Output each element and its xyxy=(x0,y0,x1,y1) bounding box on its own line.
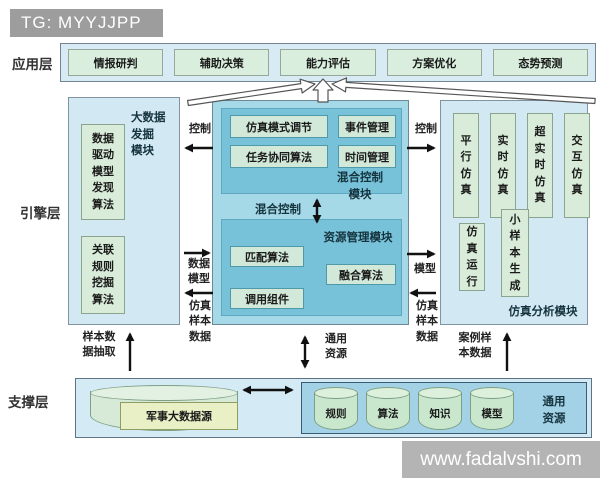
association-rule-mining-box: 关联 规则 挖掘 算法 xyxy=(81,236,125,314)
cylinder-top xyxy=(418,387,462,399)
app-item-situation-prediction: 态势预测 xyxy=(492,49,589,76)
app-item-plan-optimization: 方案优化 xyxy=(386,49,482,76)
task-coordination-box: 任务协同算法 xyxy=(230,145,328,168)
flow-label-model: 模型 xyxy=(414,263,436,275)
fusion-algorithm-box: 融合算法 xyxy=(326,264,396,285)
military-bigdata-cylinder: 军事大数据源 xyxy=(90,385,238,431)
models-cylinder: 模型 xyxy=(470,387,514,430)
cylinder-top xyxy=(366,387,410,399)
small-sample-generation-box: 小 样 本 生 成 xyxy=(501,209,529,297)
cylinder-top xyxy=(470,387,514,399)
bigdata-mining-module-box: 大数据 发掘 模块 数据 驱动 模型 发现 算法 关联 规则 挖掘 算法 xyxy=(68,97,180,325)
flow-label-case-sample: 案例样 本数据 xyxy=(458,332,492,360)
event-management-box: 事件管理 xyxy=(338,115,396,138)
cylinder-body xyxy=(366,393,410,430)
app-item-capability-eval: 能力评估 xyxy=(280,49,376,76)
application-layer-box: 情报研判 辅助决策 能力评估 方案优化 态势预测 xyxy=(60,43,596,82)
flow-label-data-model: 数据 模型 xyxy=(188,258,210,286)
time-management-box: 时间管理 xyxy=(338,145,396,168)
support-layer-box: 军事大数据源 规则 算法 知识 模型 通用 资源 xyxy=(75,378,592,438)
cylinder-top xyxy=(314,387,358,399)
models-cylinder-label: 模型 xyxy=(481,408,503,420)
application-layer-label: 应用层 xyxy=(12,57,53,72)
sim-analysis-module-box: 平 行 仿 真 实 时 仿 真 超 实 时 仿 真 交 互 仿 真 仿 真 运 … xyxy=(440,100,590,325)
cylinder-body xyxy=(418,393,462,430)
hybrid-control-module-panel: 仿真模式调节 事件管理 任务协同算法 时间管理 混合控制 模块 xyxy=(221,108,402,201)
big-arrow-up-to-app xyxy=(312,78,334,103)
calling-component-box: 调用组件 xyxy=(230,288,304,309)
data-driven-model-discovery-box: 数据 驱动 模型 发现 算法 xyxy=(81,124,125,220)
super-realtime-sim-box: 超 实 时 仿 真 xyxy=(527,113,553,218)
common-resource-panel: 规则 算法 知识 模型 通用 资源 xyxy=(301,382,587,434)
flow-label-control-left: 控制 xyxy=(189,123,211,135)
cylinder-body xyxy=(314,393,358,430)
center-control-module-box: 仿真模式调节 事件管理 任务协同算法 时间管理 混合控制 模块 混合控制 资源管… xyxy=(212,100,409,325)
algorithms-cylinder: 算法 xyxy=(366,387,410,430)
app-item-intel-judgment: 情报研判 xyxy=(68,49,164,76)
interactive-sim-box: 交 互 仿 真 xyxy=(564,113,590,218)
knowledge-cylinder: 知识 xyxy=(418,387,462,430)
flow-label-control-right: 控制 xyxy=(415,123,437,135)
resource-management-module-panel: 资源管理模块 匹配算法 融合算法 调用组件 xyxy=(221,219,402,316)
watermark-site-badge: www.fadalvshi.com xyxy=(402,441,600,478)
sim-run-box: 仿 真 运 行 xyxy=(459,223,485,291)
rules-cylinder-label: 规则 xyxy=(325,408,347,420)
military-bigdata-source-box: 军事大数据源 xyxy=(120,402,238,430)
support-layer-label: 支撑层 xyxy=(8,395,49,410)
flow-label-sim-sample-left: 仿真 样本 数据 xyxy=(189,300,211,343)
engine-layer-label: 引擎层 xyxy=(20,206,61,221)
realtime-sim-box: 实 时 仿 真 xyxy=(490,113,516,218)
matching-algorithm-box: 匹配算法 xyxy=(230,246,304,267)
cylinder-top xyxy=(90,385,238,401)
bigdata-mining-module-title: 大数据 发掘 模块 xyxy=(131,112,166,158)
parallel-sim-box: 平 行 仿 真 xyxy=(453,113,479,218)
sim-mode-adjust-box: 仿真模式调节 xyxy=(230,115,328,138)
algorithms-cylinder-label: 算法 xyxy=(377,408,399,420)
common-resource-title: 通用 资源 xyxy=(542,396,566,425)
knowledge-cylinder-label: 知识 xyxy=(429,408,451,420)
flow-label-sim-sample-right: 仿真 样本 数据 xyxy=(416,300,438,343)
hybrid-control-module-title: 混合控制 模块 xyxy=(337,172,383,201)
cylinder-body xyxy=(470,393,514,430)
app-item-decision-support: 辅助决策 xyxy=(174,49,270,76)
rules-cylinder: 规则 xyxy=(314,387,358,430)
flow-label-sample-extraction: 样本数 据抽取 xyxy=(82,331,116,359)
resource-management-module-title: 资源管理模块 xyxy=(323,232,393,244)
hybrid-control-label: 混合控制 xyxy=(255,204,301,216)
flow-label-common-resource: 通用 资源 xyxy=(325,333,347,361)
sim-analysis-module-title: 仿真分析模块 xyxy=(508,306,578,318)
watermark-tg-badge: TG: MYYJJPP xyxy=(10,9,163,37)
